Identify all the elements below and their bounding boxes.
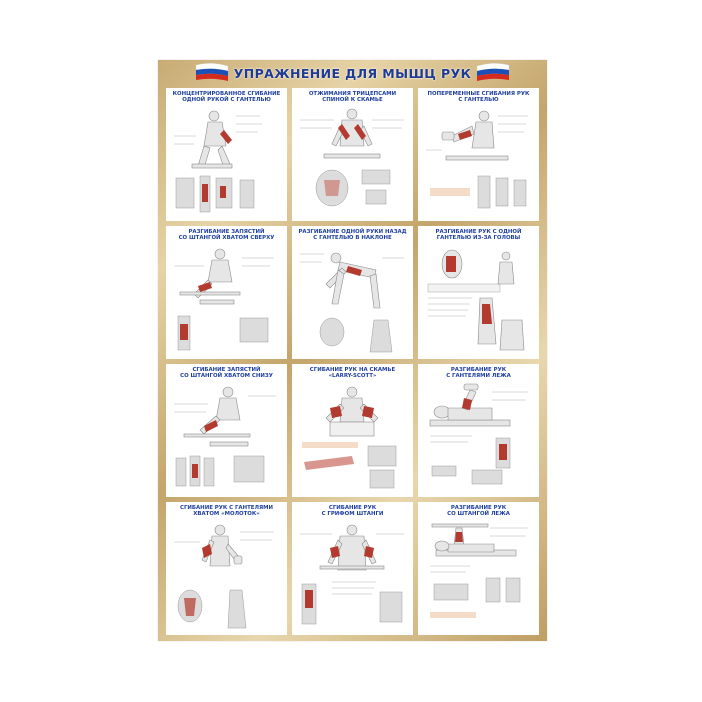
exercise-illustration (174, 524, 274, 629)
exercise-grid: КОНЦЕНТРИРОВАННОЕ СГИБАНИЕ ОДНОЙ РУКОЙ С… (166, 88, 539, 636)
exercise-panel-6: РАЗГИБАНИЕ РУК С ОДНОЙ ГАНТЕЛЬЮ ИЗ-ЗА ГО… (418, 226, 539, 359)
exercise-title: РАЗГИБАНИЕ РУК С ОДНОЙ ГАНТЕЛЬЮ ИЗ-ЗА ГО… (435, 229, 522, 242)
exercise-panel-2: ОТЖИМАНИЯ ТРИЦЕПСАМИ СПИНОЙ К СКАМЬЕ (292, 88, 413, 221)
exercise-panel-4: РАЗГИБАНИЕ ЗАПЯСТИЙ СО ШТАНГОЙ ХВАТОМ СВ… (166, 226, 287, 359)
exercise-illustration (302, 386, 397, 489)
exercise-illustration (429, 383, 528, 485)
exercise-panel-9: РАЗГИБАНИЕ РУК С ГАНТЕЛЯМИ ЛЕЖА (418, 364, 539, 497)
exercise-title: СГИБАНИЕ РУК С ГРИФОМ ШТАНГИ (321, 505, 384, 518)
exercise-title: СГИБАНИЕ РУК НА СКАМЬЕ «LARRY-SCOTT» (309, 367, 396, 380)
exercise-illustration (300, 252, 404, 353)
exercise-illustration (174, 386, 276, 487)
exercise-title: ОТЖИМАНИЯ ТРИЦЕПСАМИ СПИНОЙ К СКАМЬЕ (308, 91, 397, 104)
exercise-panel-3: ПОПЕРЕМЕННЫЕ СГИБАНИЯ РУК С ГАНТЕЛЬЮ (418, 88, 539, 221)
exercise-illustration (174, 248, 274, 351)
exercise-illustration (300, 108, 404, 207)
exercise-panel-5: РАЗГИБАНИЕ ОДНОЙ РУКИ НАЗАД С ГАНТЕЛЬЮ В… (292, 226, 413, 359)
title-bar: УПРАЖНЕНИЕ ДЛЯ МЫШЦ РУК (158, 60, 547, 86)
exercise-panel-11: СГИБАНИЕ РУК С ГРИФОМ ШТАНГИ (292, 502, 413, 635)
exercise-title: СГИБАНИЕ ЗАПЯСТИЙ СО ШТАНГОЙ ХВАТОМ СНИЗ… (180, 367, 273, 380)
exercise-illustration (430, 523, 528, 618)
russian-flag-icon (476, 63, 510, 81)
exercise-illustration (426, 110, 528, 209)
poster: УПРАЖНЕНИЕ ДЛЯ МЫШЦ РУК КОНЦЕНТРИРОВАННО… (158, 60, 547, 641)
exercise-panel-10: СГИБАНИЕ РУК С ГАНТЕЛЯМИ ХВАТОМ «МОЛОТОК… (166, 502, 287, 635)
poster-title: УПРАЖНЕНИЕ ДЛЯ МЫШЦ РУК (233, 66, 472, 81)
exercise-illustration (174, 110, 262, 213)
exercise-illustration (300, 524, 404, 625)
exercise-title: КОНЦЕНТРИРОВАННОЕ СГИБАНИЕ ОДНОЙ РУКОЙ С… (172, 91, 281, 104)
exercise-title: РАЗГИБАНИЕ ЗАПЯСТИЙ СО ШТАНГОЙ ХВАТОМ СВ… (178, 229, 275, 242)
exercise-panel-12: РАЗГИБАНИЕ РУК СО ШТАНГОЙ ЛЕЖА (418, 502, 539, 635)
russian-flag-icon (195, 63, 229, 81)
exercise-title: ПОПЕРЕМЕННЫЕ СГИБАНИЯ РУК С ГАНТЕЛЬЮ (427, 91, 530, 104)
exercise-title: РАЗГИБАНИЕ ОДНОЙ РУКИ НАЗАД С ГАНТЕЛЬЮ В… (298, 229, 407, 242)
exercise-title: СГИБАНИЕ РУК С ГАНТЕЛЯМИ ХВАТОМ «МОЛОТОК… (180, 505, 273, 518)
exercise-panel-1: КОНЦЕНТРИРОВАННОЕ СГИБАНИЕ ОДНОЙ РУКОЙ С… (166, 88, 287, 221)
exercise-illustration (427, 249, 525, 351)
exercise-panel-8: СГИБАНИЕ РУК НА СКАМЬЕ «LARRY-SCOTT» (292, 364, 413, 497)
exercise-panel-7: СГИБАНИЕ ЗАПЯСТИЙ СО ШТАНГОЙ ХВАТОМ СНИЗ… (166, 364, 287, 497)
exercise-title: РАЗГИБАНИЕ РУК С ГАНТЕЛЯМИ ЛЕЖА (446, 367, 511, 380)
exercise-title: РАЗГИБАНИЕ РУК СО ШТАНГОЙ ЛЕЖА (447, 505, 510, 518)
